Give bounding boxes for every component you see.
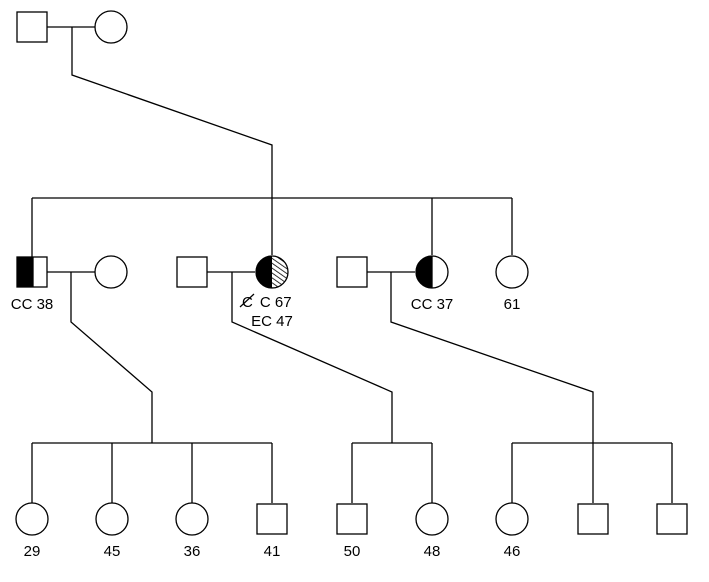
gen3-daughter-circle	[15, 502, 49, 536]
gen3-son-square	[656, 503, 688, 535]
svg-text:C: C	[242, 294, 253, 311]
gen1-father-square	[16, 11, 48, 43]
hatched-fill-right-half	[272, 256, 288, 288]
gen3-label: 41	[264, 543, 281, 560]
struck-letter: C	[242, 294, 253, 311]
gen3-label: 46	[504, 543, 521, 560]
gen2-label: CC 38	[11, 296, 54, 313]
gen2-daughter-circle	[495, 255, 529, 289]
gen3-daughter-circle	[175, 502, 209, 536]
gen3-label: 50	[344, 543, 361, 560]
gen2-label: 61	[504, 296, 521, 313]
affected-fill-left-half	[256, 256, 272, 288]
gen3-label: 48	[424, 543, 441, 560]
connecting-lines	[31, 26, 673, 503]
strikethrough-mark	[239, 293, 255, 308]
gen2-spouse-square	[176, 256, 208, 288]
descent-line	[70, 272, 153, 443]
gen2-spouse-square	[336, 256, 368, 288]
gen2-son-affected	[16, 256, 48, 288]
gen2-spouse-circle	[94, 255, 128, 289]
affected-fill-left-half	[416, 256, 432, 288]
affected-fill-left-half	[17, 257, 33, 287]
descent-line-gen1	[71, 27, 273, 198]
gen2-label: CC 37	[411, 296, 454, 313]
gen2-label-hatched: C C 67 EC 47	[239, 293, 293, 330]
descent-line	[390, 272, 594, 443]
gen2-label-line2: EC 47	[251, 313, 293, 330]
gen2-daughter-affected	[415, 255, 449, 289]
gen1-mother-circle	[94, 10, 128, 44]
gen3-label: 29	[24, 543, 41, 560]
gen2-label-line1: C 67	[252, 294, 291, 311]
gen3-label: 45	[104, 543, 121, 560]
gen3-label: 36	[184, 543, 201, 560]
gen3-daughter-circle	[95, 502, 129, 536]
gen2-daughter-affected-hatched	[255, 255, 289, 289]
gen3-son-square	[336, 503, 368, 535]
gen3-daughter-circle	[415, 502, 449, 536]
gen3-son-square	[577, 503, 609, 535]
gen3-daughter-circle	[495, 502, 529, 536]
descent-line	[231, 272, 393, 443]
gen3-son-square	[256, 503, 288, 535]
